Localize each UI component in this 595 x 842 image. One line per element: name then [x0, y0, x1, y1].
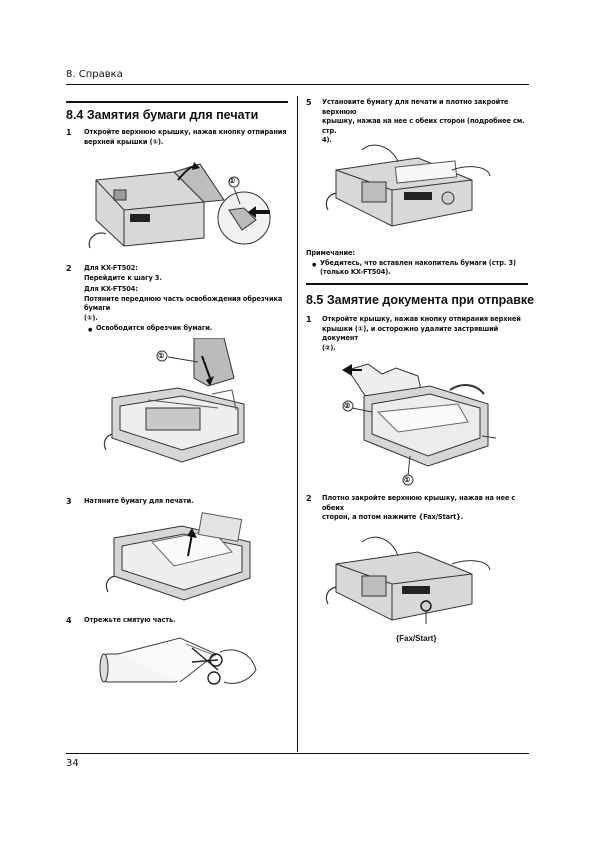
column-divider [297, 96, 298, 752]
pull-paper-illustration [105, 512, 251, 601]
remove-document-illustration [342, 363, 497, 486]
note: Примечание: Убедитесь, что вставлен нако… [306, 249, 526, 278]
callout-number: ② [344, 403, 351, 410]
callout-number: ① [229, 178, 236, 185]
paper-cutter-release-illustration [103, 338, 245, 463]
section-rule-8-4 [66, 101, 288, 103]
step-text: Отрежьте смятую часть. [84, 616, 176, 624]
step-number: 1 [306, 315, 312, 324]
close-cover-illustration [325, 144, 491, 227]
step-text: Откройте крышку, нажав кнопку отпирания … [322, 315, 521, 352]
cut-paper-illustration [99, 637, 257, 685]
step-text: Откройте верхнюю крышку, нажав кнопку от… [84, 128, 287, 146]
callout-number: ① [158, 353, 165, 360]
section-title-8-5: 8.5 Замятие документа при отправке [306, 293, 535, 307]
bullet-item: Освободится обрезчик бумаги. [88, 324, 294, 335]
section-rule-8-5 [306, 283, 528, 285]
running-header: 8. Справка [66, 69, 123, 80]
step-text: Установите бумагу для печати и плотно за… [322, 98, 525, 145]
fax-open-cover-illustration [88, 162, 271, 249]
press-fax-start-illustration [325, 536, 491, 624]
step-number: 2 [306, 494, 312, 503]
footer-rule [66, 753, 529, 754]
step-number: 4 [66, 616, 72, 625]
page-number: 34 [66, 758, 79, 769]
section-title-8-4: 8.4 Замятия бумаги для печати [66, 108, 259, 122]
fax-start-button-label: {Fax/Start} [396, 634, 437, 643]
step-text: Плотно закройте верхнюю крышку, нажав на… [322, 494, 516, 522]
step-text: Для KX-FT502: Перейдите к шагу 3. Для KX… [84, 264, 294, 335]
step-text: Натяните бумагу для печати. [84, 497, 194, 505]
header-rule [66, 84, 529, 85]
step-number: 5 [306, 98, 312, 107]
step-number: 1 [66, 128, 72, 137]
callout-number: ① [404, 477, 411, 484]
step-number: 2 [66, 264, 72, 273]
step-number: 3 [66, 497, 72, 506]
